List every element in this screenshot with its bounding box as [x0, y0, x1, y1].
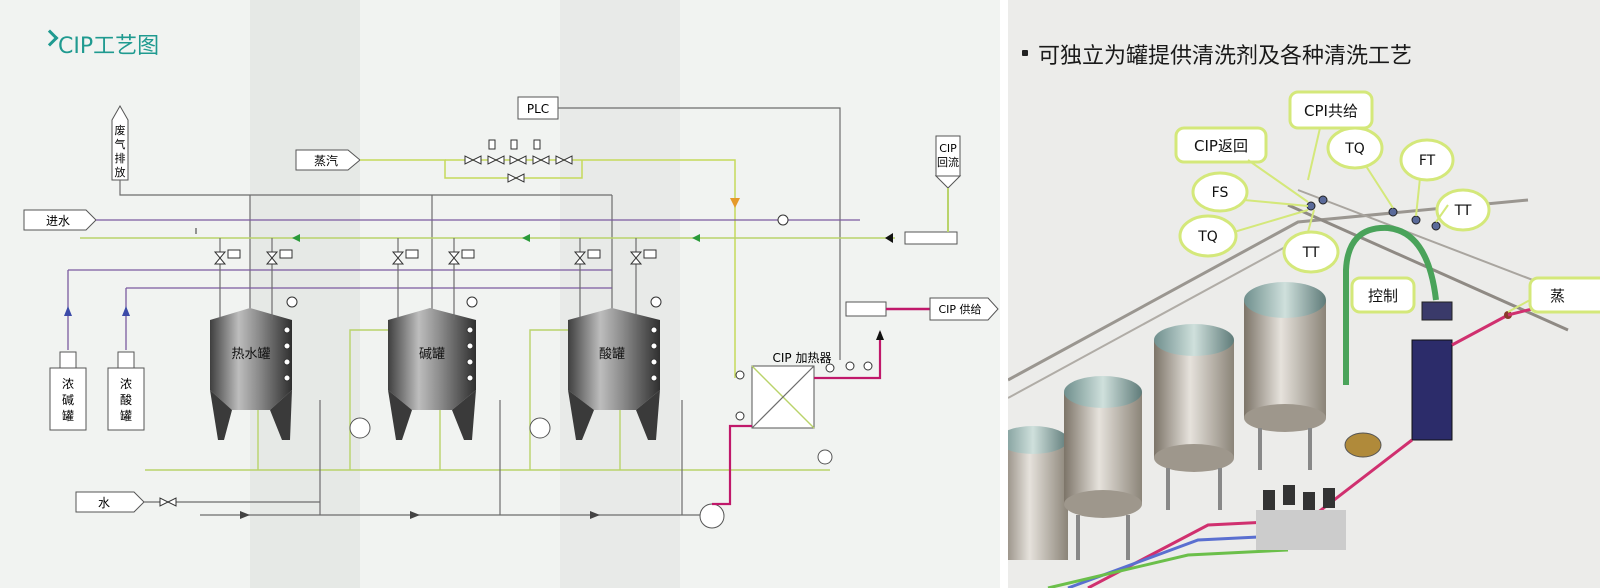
callout-control	[1350, 276, 1416, 314]
conc-alkali-label: 碱	[62, 393, 74, 407]
steam-label: 蒸汽	[314, 153, 338, 168]
return-filter	[904, 231, 958, 245]
cip-process-diagram-panel: CIP工艺图 PLC 蒸汽 废 气 排 放	[0, 0, 1000, 588]
valve-icon	[555, 155, 573, 165]
pump-icon	[1344, 432, 1382, 458]
gauge-icon	[817, 449, 833, 465]
tq-label: TQ	[1197, 229, 1218, 245]
conc-acid-label: 罐	[120, 409, 132, 423]
pump-icon	[529, 417, 551, 439]
conc-alkali-tank	[49, 367, 87, 431]
hot-water-tank: 热水罐	[210, 308, 292, 440]
acid-tank-label: 酸罐	[599, 347, 625, 362]
pressure-gauge-icon	[777, 214, 789, 226]
tq-label: TQ	[1344, 141, 1365, 157]
control-unit	[1421, 301, 1453, 321]
tt-label: TT	[1302, 245, 1320, 261]
bullet-icon	[1022, 50, 1028, 56]
valve-icon	[509, 155, 527, 165]
tank-3	[1154, 324, 1234, 510]
valve-icon	[507, 173, 525, 183]
equipment-rendering-panel: 可独立为罐提供清洗剂及各种清洗工艺	[1008, 0, 1600, 588]
exhaust-label: 废	[115, 123, 126, 137]
tt-label: TT	[1454, 203, 1472, 219]
cip-return-label: CIP	[939, 142, 957, 155]
heater-label: CIP 加热器	[773, 351, 832, 365]
valve-icon	[487, 155, 505, 165]
callout-tt-1	[1435, 188, 1491, 232]
conc-acid-tank	[107, 367, 145, 431]
fs-label: FS	[1212, 185, 1229, 201]
diagram-title: CIP工艺图	[58, 34, 160, 59]
callout-cpi-supply	[1288, 90, 1374, 130]
exhaust-label: 放	[115, 165, 126, 179]
rendering-title: 可独立为罐提供清洗剂及各种清洗工艺	[1038, 44, 1413, 69]
conc-alkali-label: 罐	[62, 409, 74, 423]
cip-return-label: 回流	[937, 155, 959, 169]
tank-4	[1244, 282, 1326, 470]
water-tag	[75, 491, 145, 513]
alkali-tank-label: 碱罐	[419, 347, 445, 362]
equipment-illustration: CPI共给 CIP返回 TQ FT TT FS TQ TT 控制 蒸	[1008, 90, 1600, 588]
callout-tt-2	[1282, 230, 1340, 274]
conc-acid-label: 浓	[120, 377, 132, 391]
callout-tq-2	[1178, 214, 1238, 258]
plate-heat-exchanger	[1411, 339, 1453, 441]
conc-alkali-label: 浓	[62, 377, 74, 391]
water-in-tag	[23, 209, 97, 231]
tank-2	[1064, 376, 1142, 560]
callout-steam	[1528, 276, 1600, 314]
process-schematic: PLC 蒸汽 废 气 排 放 进水	[23, 0, 999, 588]
alkali-tank: 碱罐	[388, 308, 476, 440]
plc-label: PLC	[527, 102, 549, 116]
conc-acid-label: 酸	[120, 392, 132, 407]
valve-icon	[464, 155, 482, 165]
cip-supply-label: CIP 供给	[938, 302, 981, 316]
exhaust-label: 排	[115, 151, 126, 165]
callout-tq-1	[1326, 126, 1384, 170]
tank-1	[1008, 426, 1068, 560]
callout-fs	[1191, 171, 1249, 213]
steam-tag	[295, 149, 361, 171]
pump-icon	[349, 417, 371, 439]
callout-cip-return	[1174, 126, 1268, 164]
cip-supply-tag	[929, 297, 999, 321]
hot-water-tank-label: 热水罐	[231, 347, 270, 362]
cip-return-callout-label: CIP返回	[1194, 137, 1248, 155]
ft-label: FT	[1419, 153, 1436, 169]
valve-icon	[532, 155, 550, 165]
check-valve-icon	[885, 233, 893, 243]
supply-filter	[845, 301, 887, 317]
acid-tank: 酸罐	[568, 308, 660, 440]
exhaust-label: 气	[115, 137, 126, 151]
callout-ft	[1399, 138, 1455, 182]
exhaust-tag	[111, 104, 129, 181]
control-label: 控制	[1368, 287, 1398, 305]
pump-icon	[699, 503, 725, 529]
steam-callout-label: 蒸	[1550, 287, 1565, 305]
cpi-supply-label: CPI共给	[1304, 102, 1358, 120]
water-label: 水	[98, 496, 110, 510]
water-in-label: 进水	[46, 214, 70, 228]
